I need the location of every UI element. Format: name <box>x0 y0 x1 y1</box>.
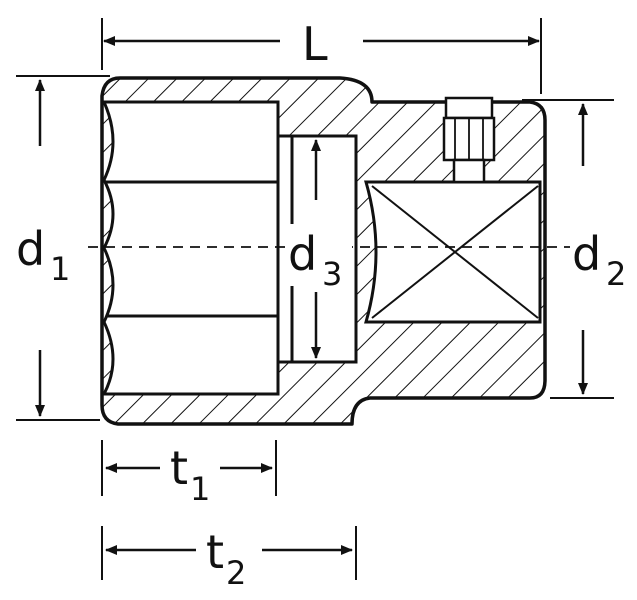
label-d2: d <box>572 227 601 281</box>
dimension-t1: t 1 <box>101 440 277 508</box>
dimension-d3: d 3 <box>286 139 352 359</box>
square-drive-diagonal-b <box>371 185 539 319</box>
label-d2-backdrop <box>570 224 636 286</box>
label-t1: t <box>170 441 188 495</box>
label-t2-subscript: 2 <box>226 554 246 592</box>
dimension-t2: t 2 <box>101 525 357 592</box>
label-L: L <box>302 17 328 71</box>
label-t2: t <box>206 525 224 579</box>
label-t1-subscript: 1 <box>190 470 210 508</box>
ball-detent <box>442 96 496 184</box>
label-d1: d <box>16 222 45 276</box>
socket-body <box>88 76 570 426</box>
label-d3-backdrop <box>286 224 352 286</box>
label-d3: d <box>288 227 317 281</box>
label-d1-subscript: 1 <box>50 250 70 288</box>
label-d3-subscript: 3 <box>322 255 342 293</box>
hex-bore <box>101 100 280 396</box>
dimension-L: L <box>101 17 542 94</box>
dimension-d1: d 1 <box>16 75 110 421</box>
dimension-d2: d 2 <box>522 99 636 399</box>
label-d2-subscript: 2 <box>606 255 626 293</box>
